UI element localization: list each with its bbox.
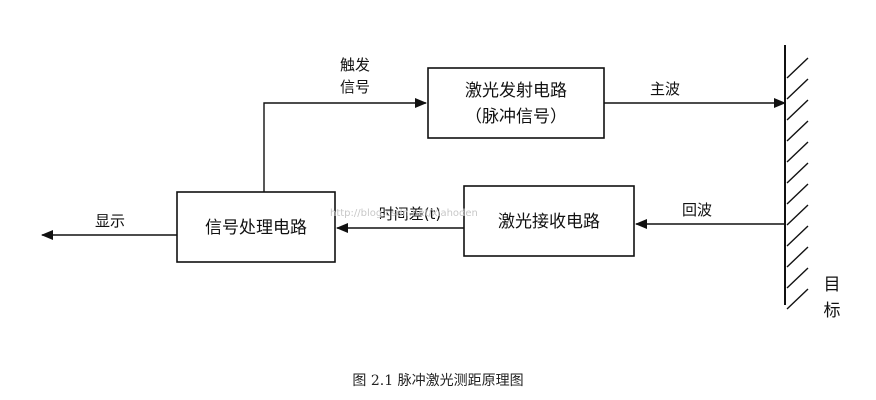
- wall-hatch-mark: [786, 204, 809, 226]
- wall-hatch-mark: [786, 99, 809, 121]
- target-wall: [784, 45, 809, 310]
- target-label-line2: 标: [824, 301, 841, 321]
- target-label-line1: 目: [824, 275, 841, 295]
- main-wave-label: 主波: [650, 80, 680, 98]
- wall-hatch-mark: [786, 57, 809, 79]
- laser-transmit-box: [427, 67, 605, 139]
- wall-hatch-mark: [786, 120, 809, 142]
- watermark: http://blog.csdn.net/xiahoden: [330, 208, 478, 219]
- wall-hatch-mark: [786, 225, 809, 247]
- laser-receive-label: 激光接收电路: [498, 212, 600, 232]
- trigger-label-line2: 信号: [340, 78, 370, 96]
- trigger-label-line1: 触发: [340, 56, 370, 74]
- trigger-signal-connector: [263, 98, 427, 192]
- wall-hatch-mark: [786, 141, 809, 163]
- signal-processing-box: [176, 191, 336, 263]
- wall-hatch-mark: [786, 267, 809, 289]
- display-label: 显示: [95, 212, 125, 230]
- wall-hatch-mark: [786, 288, 809, 310]
- signal-processing-label: 信号处理电路: [205, 218, 307, 238]
- time-difference-label: 时间差(t): [379, 205, 442, 223]
- laser-transmit-label-line1: 激光发射电路: [465, 81, 567, 101]
- figure-caption: 图 2.1 脉冲激光测距原理图: [352, 372, 523, 389]
- echo-label: 回波: [682, 201, 712, 219]
- laser-transmit-label-line2: （脉冲信号）: [465, 107, 567, 127]
- wall-hatch-mark: [786, 162, 809, 184]
- wall-hatch-mark: [786, 183, 809, 205]
- wall-hatch-mark: [786, 246, 809, 268]
- wall-hatch-mark: [786, 78, 809, 100]
- laser-receive-box: [463, 185, 635, 257]
